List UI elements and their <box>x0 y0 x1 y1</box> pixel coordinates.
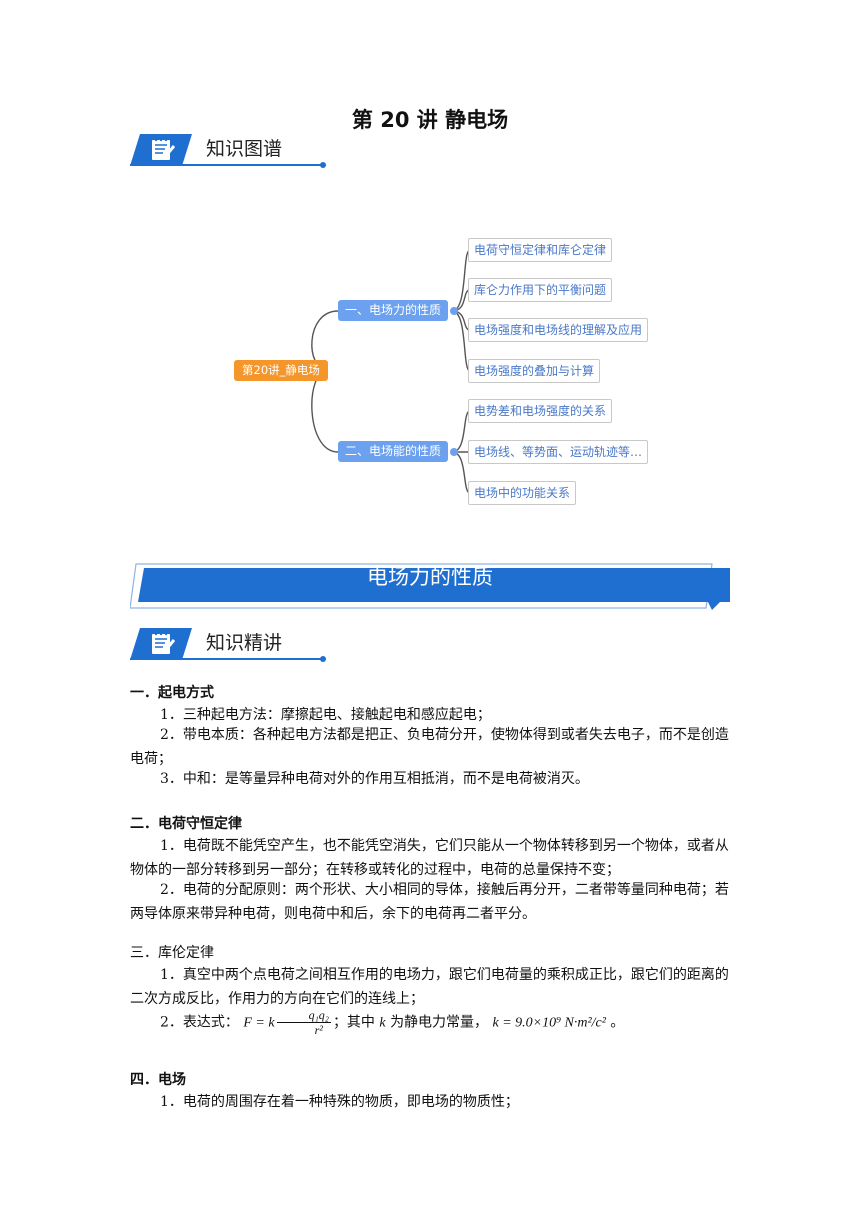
paragraph: 1．电荷既不能凭空产生，也不能凭空消失，它们只能从一个物体转移到另一个物体，或者… <box>130 838 729 878</box>
section-underline-dot <box>320 162 326 168</box>
page-title: 第 20 讲 静电场 <box>351 108 509 132</box>
section-header-lecture: 知识精讲 <box>130 626 330 662</box>
formula-denominator: r² <box>314 1023 323 1037</box>
paragraph: 1．三种起电方法：摩擦起电、接触起电和感应起电； <box>160 707 491 723</box>
paragraph: 1．真空中两个点电荷之间相互作用的电场力，跟它们电荷量的乘积成正比，跟它们的距离… <box>130 967 729 1007</box>
mindmap-leaf: 电场中的功能关系 <box>468 481 577 505</box>
mindmap-leaf: 电荷守恒定律和库仑定律 <box>468 238 613 262</box>
formula-middle: ；其中 <box>332 1014 375 1031</box>
notepad-icon <box>130 628 192 660</box>
mindmap-branch-1: 一、电场力的性质 <box>338 300 448 321</box>
mindmap-connectors <box>311 249 471 494</box>
section-underline <box>130 164 322 166</box>
heading-s3: 三．库伦定律 <box>130 945 214 961</box>
formula-numerator: q₁q₂ <box>276 1008 331 1023</box>
heading-s2: 二．电荷守恒定律 <box>130 816 242 832</box>
section-underline-dot <box>320 656 326 662</box>
section-label: 知识图谱 <box>206 138 283 160</box>
mindmap-root: 第20讲_静电场 <box>234 360 328 381</box>
formula-prefix: 2．表达式： <box>160 1014 239 1031</box>
heading-s1: 一．起电方式 <box>130 685 214 701</box>
k-variable: k <box>379 1015 386 1031</box>
section-header-map: 知识图谱 <box>130 132 330 168</box>
section-underline <box>130 658 322 660</box>
mindmap-leaf: 库仑力作用下的平衡问题 <box>468 278 613 302</box>
mindmap-branch-2: 二、电场能的性质 <box>338 441 448 462</box>
notepad-icon <box>130 134 192 166</box>
mindmap-leaf: 电场强度的叠加与计算 <box>468 359 601 383</box>
banner-shape <box>130 563 730 610</box>
paragraph: 2．带电本质：各种起电方法都是把正、负电荷分开，使物体得到或者失去电子，而不是创… <box>130 727 729 767</box>
mindmap-leaf: 电势差和电场强度的关系 <box>468 399 613 423</box>
paragraph: 3．中和：是等量异种电荷对外的作用互相抵消，而不是电荷被消灭。 <box>160 771 589 787</box>
formula-suffix: 。 <box>610 1014 625 1031</box>
chapter-banner-title: 电场力的性质 <box>367 565 493 589</box>
chapter-banner: 电场力的性质 <box>130 560 730 612</box>
formula-lhs: F = k <box>243 1015 275 1031</box>
paragraph: 2．电荷的分配原则：两个形状、大小相同的导体，接触后再分开，二者带等量同种电荷；… <box>130 882 729 922</box>
k-description: 为静电力常量， <box>390 1014 489 1031</box>
k-value: k = 9.0×10⁹ N·m²/c² <box>492 1015 606 1031</box>
heading-s4: 四．电场 <box>130 1072 186 1088</box>
mindmap-leaf: 电场强度和电场线的理解及应用 <box>468 318 649 342</box>
mindmap-leaf: 电场线、等势面、运动轨迹等… <box>468 440 649 464</box>
section-label: 知识精讲 <box>206 632 283 654</box>
paragraph: 1．电荷的周围存在着一种特殊的物质，即电场的物质性； <box>160 1094 519 1110</box>
